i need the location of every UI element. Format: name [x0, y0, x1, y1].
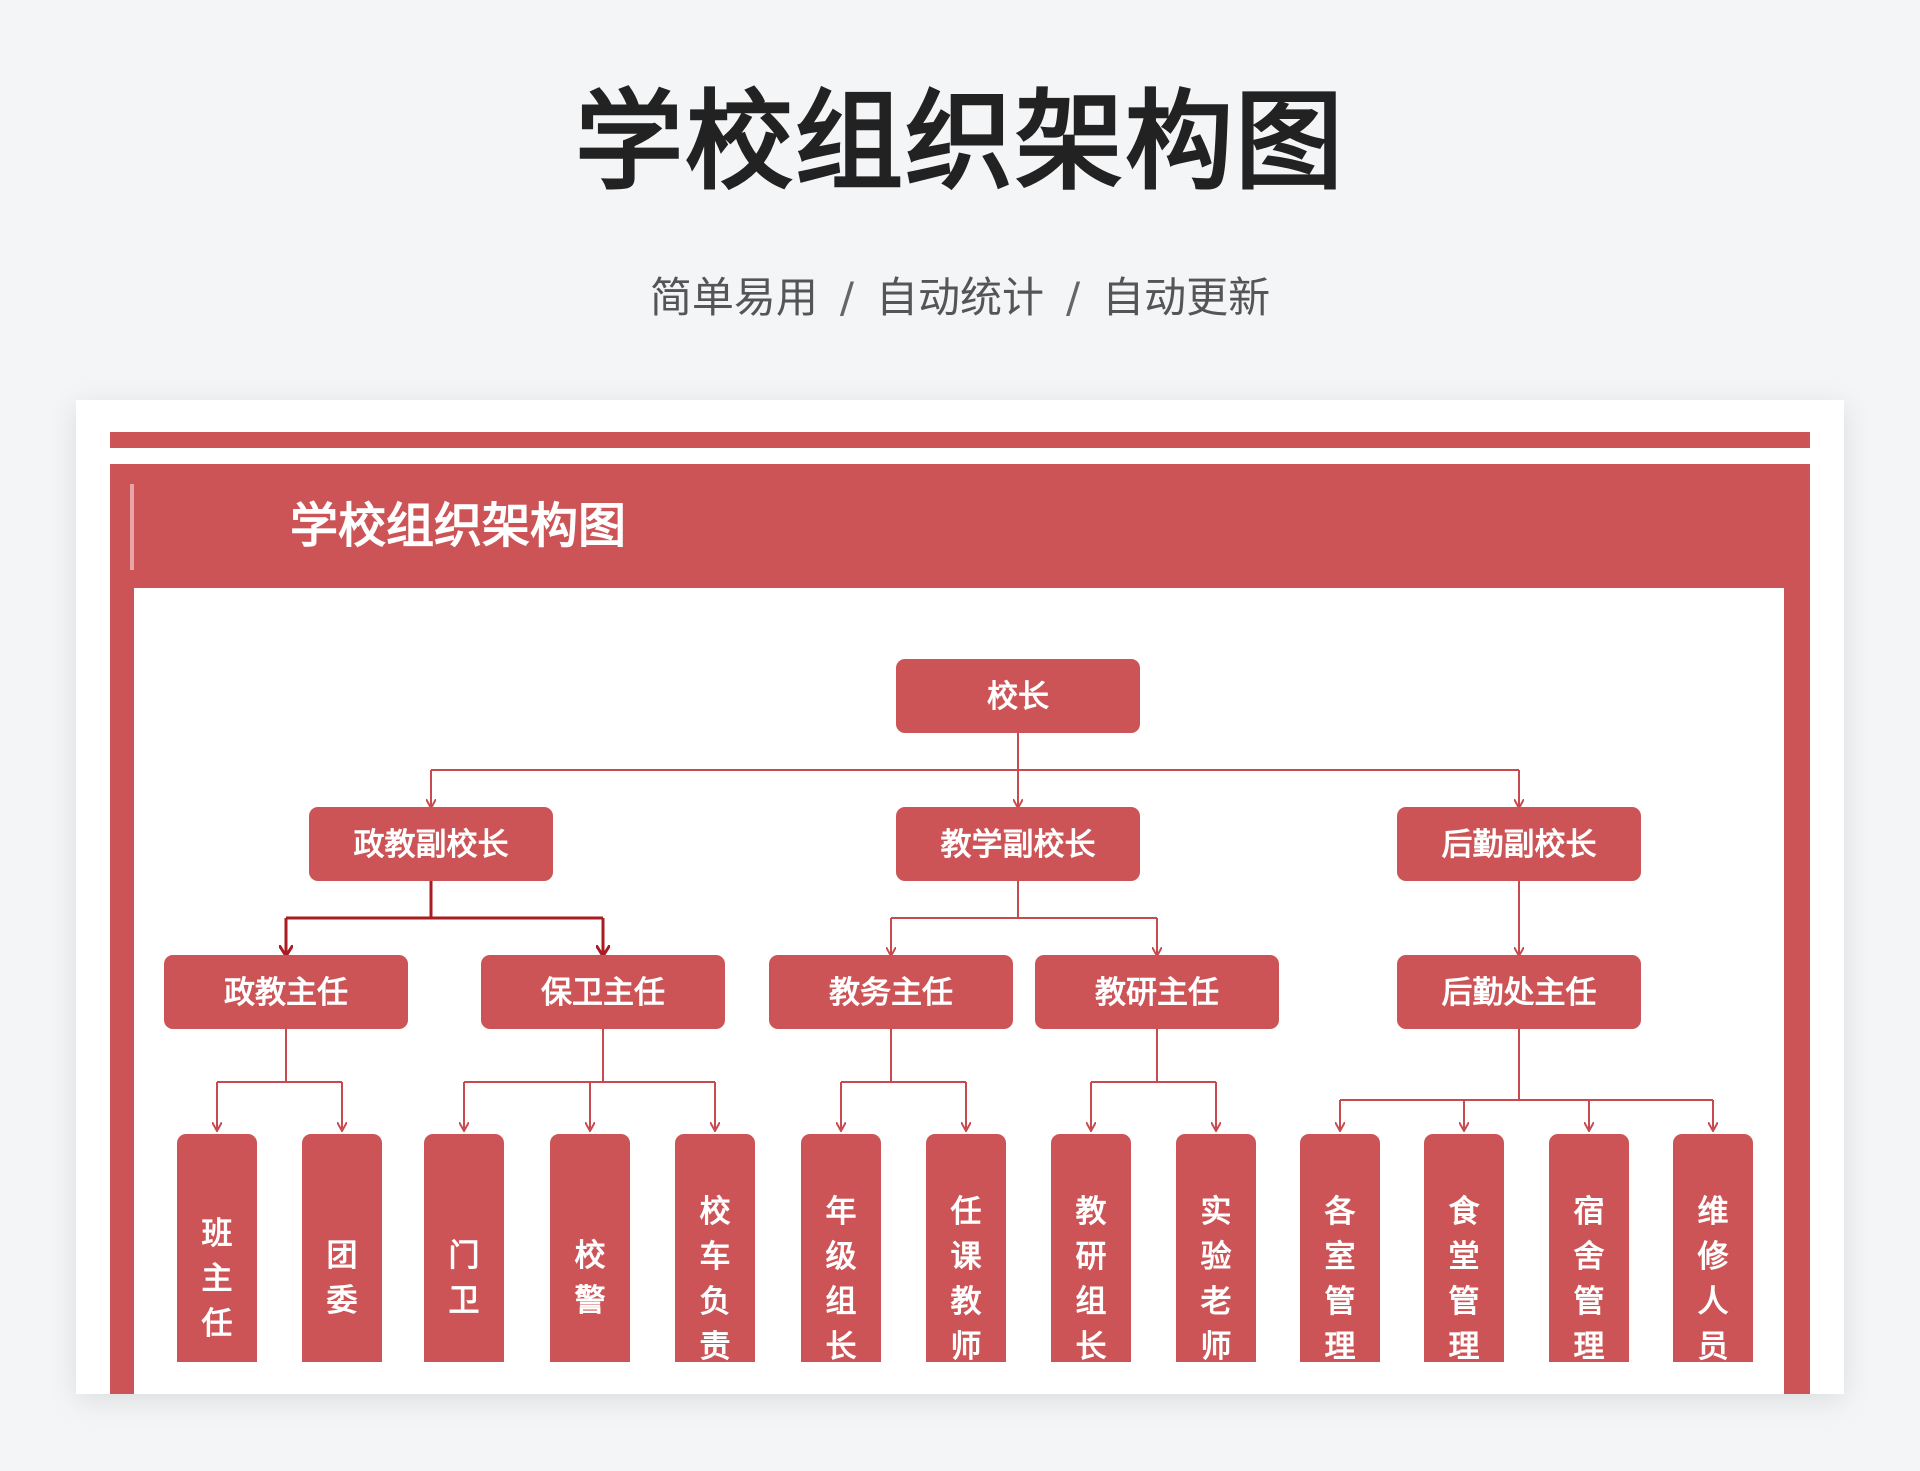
staff-node-char: 员: [1698, 1329, 1729, 1365]
staff-node-char: 长: [1076, 1329, 1107, 1365]
org-chart-content: 校长政教副校长政教主任班主任团委保卫主任门卫校警校车负责教学副校长教务主任年级组…: [164, 659, 1753, 1365]
subtitle-item-auto-update: 自动更新: [1102, 273, 1271, 322]
staff-node: [424, 1134, 504, 1362]
staff-node-char: 各: [1324, 1194, 1357, 1230]
root-node-principal-label: 校长: [987, 679, 1049, 715]
staff-node-char: 师: [951, 1329, 982, 1365]
subtitle-separator: /: [839, 273, 854, 322]
staff-node-char: 车: [700, 1239, 731, 1275]
staff-node-char: 年: [826, 1194, 857, 1230]
staff-node-char: 组: [826, 1284, 857, 1320]
director-node: [1035, 955, 1279, 1029]
staff-node-char: 门: [449, 1238, 480, 1274]
org-chart-diagram: 学校组织架构图校长政教副校长政教主任班主任团委保卫主任门卫校警校车负责教学副校长…: [110, 432, 1810, 1394]
staff-node-char: 管: [1574, 1284, 1605, 1320]
staff-node-char: 理: [1574, 1329, 1605, 1365]
staff-node-char: 教: [1076, 1194, 1107, 1230]
director-node-label: 后勤处主任: [1442, 975, 1597, 1011]
staff-node-char: 室: [1325, 1239, 1356, 1275]
staff-node-char: 长: [826, 1329, 857, 1365]
root-node-principal: [896, 659, 1140, 733]
staff-node-char: 级: [826, 1239, 857, 1275]
staff-node: [1051, 1134, 1131, 1362]
staff-node: [1424, 1134, 1504, 1362]
staff-node-char: 人: [1698, 1284, 1729, 1320]
staff-node-char: 校: [575, 1238, 606, 1274]
staff-node: [1300, 1134, 1380, 1362]
staff-node-char: 舍: [1574, 1239, 1605, 1275]
director-node-label: 教务主任: [829, 975, 953, 1011]
sheet-header-title: 学校组织架构图: [290, 498, 626, 554]
vp-node-label: 后勤副校长: [1442, 827, 1597, 863]
staff-node-char: 组: [1076, 1284, 1107, 1320]
staff-node-char: 团: [327, 1238, 358, 1274]
director-node-label: 教研主任: [1095, 975, 1219, 1011]
staff-node-char: 校: [700, 1194, 731, 1230]
staff-node-char: 堂: [1449, 1239, 1480, 1275]
staff-node: [675, 1134, 755, 1362]
director-node: [164, 955, 408, 1029]
staff-node: [1176, 1134, 1256, 1362]
staff-node-char: 实: [1201, 1194, 1232, 1230]
director-node: [769, 955, 1013, 1029]
subtitle: 简单易用 / 自动统计 / 自动更新: [0, 270, 1920, 326]
staff-node-char: 管: [1325, 1284, 1356, 1320]
staff-node-char: 教: [951, 1284, 982, 1320]
staff-node-char: 卫: [449, 1283, 480, 1319]
staff-node-char: 修: [1697, 1239, 1730, 1275]
director-node: [1397, 955, 1641, 1029]
subtitle-separator: /: [1066, 273, 1081, 322]
page-title: 学校组织架构图: [574, 80, 1345, 205]
staff-node-char: 任: [950, 1194, 982, 1230]
staff-node: [550, 1134, 630, 1362]
director-node-label: 保卫主任: [541, 975, 665, 1011]
staff-node-char: 验: [1201, 1239, 1232, 1275]
subtitle-item-auto-stats: 自动统计: [875, 273, 1044, 322]
staff-node: [926, 1134, 1006, 1362]
staff-node-char: 食: [1449, 1194, 1481, 1230]
staff-node-char: 主: [202, 1261, 233, 1297]
director-node: [481, 955, 725, 1029]
staff-node: [177, 1134, 257, 1362]
staff-node-char: 负: [700, 1284, 731, 1320]
staff-node-char: 责: [700, 1329, 731, 1365]
vp-node: [896, 807, 1140, 881]
staff-node-char: 研: [1076, 1239, 1107, 1275]
sheet-header-accent-bar: [130, 484, 134, 570]
staff-node-char: 班: [202, 1216, 233, 1252]
staff-node-char: 任: [201, 1306, 233, 1342]
sheet-preview-card: 学校组织架构图校长政教副校长政教主任班主任团委保卫主任门卫校警校车负责教学副校长…: [76, 400, 1844, 1394]
vp-node: [1397, 807, 1641, 881]
vp-node-label: 教学副校长: [941, 827, 1096, 863]
staff-node-char: 委: [327, 1283, 358, 1319]
staff-node: [1549, 1134, 1629, 1362]
subtitle-item-easy: 简单易用: [649, 273, 818, 322]
sheet-top-rule: [110, 448, 1810, 464]
staff-node-char: 课: [951, 1239, 983, 1275]
vp-node: [309, 807, 553, 881]
staff-node-char: 维: [1698, 1194, 1729, 1230]
staff-node-char: 老: [1201, 1284, 1232, 1320]
staff-node-char: 理: [1449, 1329, 1480, 1365]
staff-node-char: 管: [1449, 1284, 1480, 1320]
staff-node: [1673, 1134, 1753, 1362]
vp-node-label: 政教副校长: [354, 827, 509, 863]
staff-node-char: 理: [1325, 1329, 1356, 1365]
staff-node: [801, 1134, 881, 1362]
director-node-label: 政教主任: [224, 975, 348, 1011]
staff-node-char: 师: [1201, 1329, 1232, 1365]
staff-node-char: 宿: [1574, 1194, 1605, 1230]
staff-node: [302, 1134, 382, 1362]
staff-node-char: 警: [575, 1283, 606, 1319]
